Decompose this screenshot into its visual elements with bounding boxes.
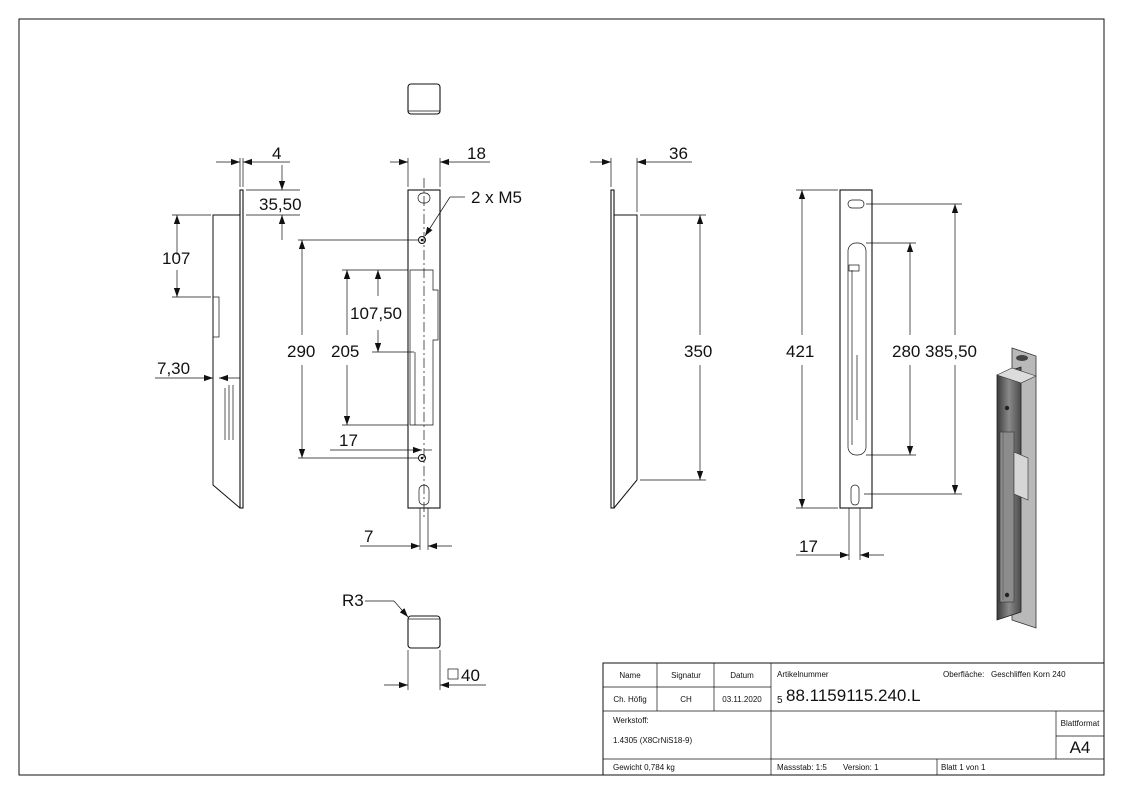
tb-massstab: Massstab: 1:5 <box>777 763 827 772</box>
dim-R3: R3 <box>342 591 364 610</box>
tb-header-signatur: Signatur <box>671 671 701 680</box>
dim-7-30: 7,30 <box>157 359 190 378</box>
dim-280: 280 <box>892 342 920 361</box>
side-view-right: 36 350 <box>590 144 712 509</box>
tb-signatur: CH <box>680 695 692 704</box>
dim-36: 36 <box>669 144 688 163</box>
dim-17-front: 17 <box>339 431 358 450</box>
dim-4: 4 <box>272 144 281 163</box>
side-view-left: 4 35,50 107 7,30 <box>155 144 302 509</box>
tb-header-datum: Datum <box>730 671 754 680</box>
tb-werkstoff: 1.4305 (X8CrNiS18-9) <box>613 736 692 745</box>
title-block: Name Signatur Datum Ch. Höfig CH 03.11.2… <box>602 662 1105 776</box>
tb-artikelnummer-label: Artikelnummer <box>777 670 829 679</box>
tb-header-name: Name <box>619 671 641 680</box>
dim-350: 350 <box>684 342 712 361</box>
dim-18: 18 <box>467 144 486 163</box>
dim-7: 7 <box>364 527 373 546</box>
square-symbol <box>447 668 459 680</box>
tb-artikelnummer: 88.1159115.240.L <box>786 686 921 705</box>
tb-blattformat-label: Blattformat <box>1061 719 1100 728</box>
tb-artikelnummer-prefix: 5 <box>777 695 783 706</box>
dim-290: 290 <box>287 342 315 361</box>
tb-blatt: Blatt 1 von 1 <box>941 763 986 772</box>
dim-35-50: 35,50 <box>259 195 302 214</box>
label-2xM5: 2 x M5 <box>471 188 522 207</box>
dim-17-rear: 17 <box>799 537 818 556</box>
front-view: 18 2 x M5 290 205 107,50 17 7 <box>287 144 522 550</box>
tb-name: Ch. Höfig <box>613 695 646 704</box>
dim-40: 40 <box>461 666 480 685</box>
tb-werkstoff-label: Werkstoff: <box>613 716 649 725</box>
dim-107-50: 107,50 <box>350 304 402 323</box>
dim-385-50: 385,50 <box>925 342 977 361</box>
tb-oberflaeche: Geschliffen Korn 240 <box>991 670 1066 679</box>
dim-421: 421 <box>786 342 814 361</box>
drawing-frame <box>18 18 1105 776</box>
tb-gewicht: Gewicht 0,784 kg <box>613 763 675 772</box>
tb-datum: 03.11.2020 <box>722 695 762 704</box>
tb-blattformat: A4 <box>1070 738 1091 757</box>
bottom-profile-view: R3 40 <box>342 591 486 690</box>
isometric-view <box>996 347 1037 629</box>
dim-107: 107 <box>162 249 190 268</box>
dim-205: 205 <box>331 342 359 361</box>
tb-oberflaeche-label: Oberfläche: <box>943 670 984 679</box>
top-profile-view <box>407 83 441 115</box>
rear-view: 421 280 385,50 17 <box>786 189 977 560</box>
tb-version: Version: 1 <box>843 763 879 772</box>
